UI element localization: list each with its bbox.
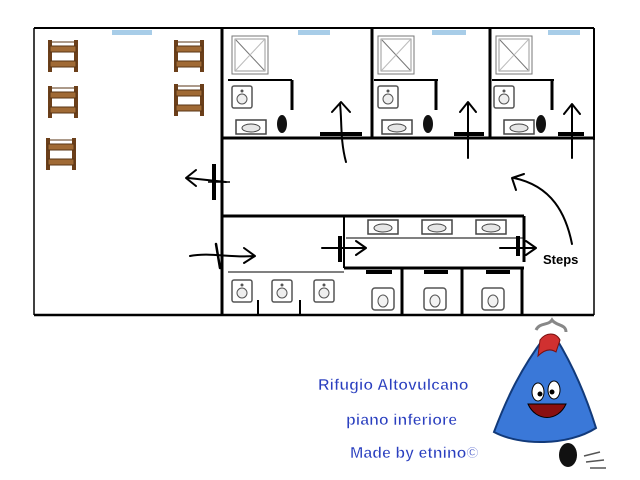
arrow-up-icon bbox=[331, 101, 351, 163]
toilet-icon bbox=[481, 287, 505, 311]
washbasin-icon bbox=[313, 279, 335, 303]
steps-label: Steps bbox=[543, 252, 578, 267]
author-text: Made by etnino© bbox=[350, 445, 478, 462]
toilet-icon bbox=[371, 287, 395, 311]
washbasin-icon bbox=[231, 85, 253, 109]
bunk-bed-icon bbox=[47, 39, 79, 73]
credits: Rifugio Altovulcano piano inferiore Made… bbox=[318, 377, 479, 463]
sink-icon bbox=[475, 219, 507, 235]
subtitle-text: piano inferiore bbox=[346, 412, 457, 429]
arrow-right-icon bbox=[321, 240, 367, 256]
bunk-bed-icon bbox=[173, 83, 205, 117]
volcano-mascot-icon bbox=[492, 317, 606, 469]
shower-icon bbox=[231, 35, 269, 75]
dormitory bbox=[45, 39, 205, 171]
sink-icon bbox=[235, 119, 267, 135]
sink-icon bbox=[421, 219, 453, 235]
sink-icon bbox=[503, 119, 535, 135]
washbasin-icon bbox=[493, 85, 515, 109]
top-rooms bbox=[222, 28, 594, 140]
bunk-bed-icon bbox=[173, 39, 205, 73]
toilet-icon bbox=[423, 287, 447, 311]
shower-icon bbox=[377, 35, 415, 75]
building-outline bbox=[33, 27, 595, 317]
washbasin-icon bbox=[231, 279, 253, 303]
arrows bbox=[185, 101, 581, 270]
arrow-left-icon bbox=[185, 169, 227, 187]
arrow-right-icon bbox=[189, 247, 256, 264]
arrow-up-icon bbox=[563, 103, 581, 159]
washbasin-icon bbox=[271, 279, 293, 303]
sink-icon bbox=[381, 119, 413, 135]
arrow-right-icon bbox=[499, 240, 537, 256]
arrow-curve-icon bbox=[511, 173, 573, 245]
title-text: Rifugio Altovulcano bbox=[318, 377, 469, 394]
bunk-bed-icon bbox=[45, 137, 77, 171]
washbasin-icon bbox=[377, 85, 399, 109]
bottom-block bbox=[222, 214, 526, 315]
windows bbox=[112, 30, 580, 35]
bunk-bed-icon bbox=[47, 85, 79, 119]
sink-icon bbox=[367, 219, 399, 235]
shower-icon bbox=[495, 35, 533, 75]
arrow-up-icon bbox=[459, 101, 477, 159]
